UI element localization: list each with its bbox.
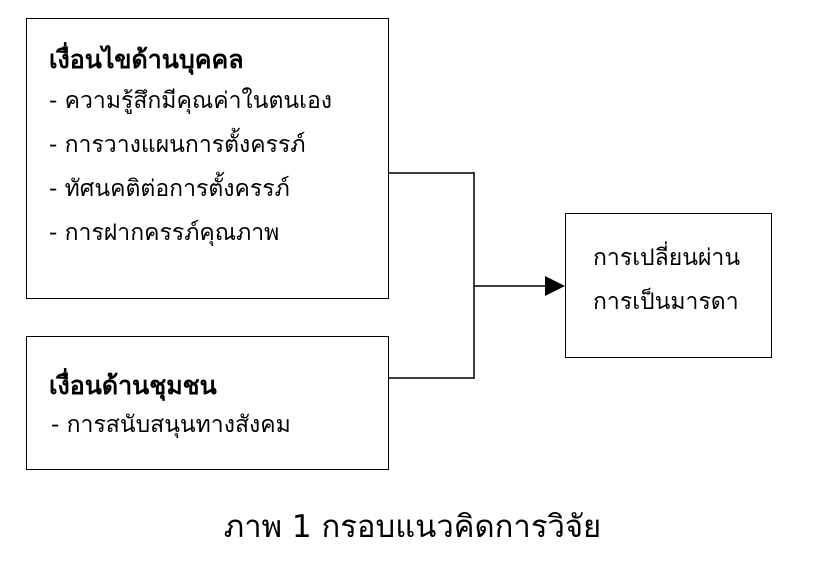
individual-factors-box: เงื่อนไขด้านบุคคล - ความรู้สึกมีคุณค่าใน… (26, 18, 389, 299)
outcome-box: การเปลี่ยนผ่าน การเป็นมารดา (565, 213, 772, 358)
community-factors-box: เงื่อนด้านชุมชน - การสนับสนุนทางสังคม (26, 336, 389, 470)
individual-factor-item: - ทัศนคติต่อการตั้งครรภ์ (49, 176, 290, 202)
arrow-head-icon (545, 276, 565, 296)
individual-factor-item: - การวางแผนการตั้งครรภ์ (49, 132, 306, 158)
figure-caption: ภาพ 1 กรอบแนวคิดการวิจัย (223, 509, 602, 545)
individual-factor-item: - การฝากครรภ์คุณภาพ (49, 220, 280, 246)
outcome-line: การเป็นมารดา (593, 289, 739, 315)
community-factor-item: - การสนับสนุนทางสังคม (51, 412, 291, 438)
community-factors-heading: เงื่อนด้านชุมชน (49, 371, 217, 400)
individual-factor-item: - ความรู้สึกมีคุณค่าในตนเอง (49, 88, 333, 114)
individual-factors-heading: เงื่อนไขด้านบุคคล (49, 45, 244, 74)
outcome-line: การเปลี่ยนผ่าน (593, 245, 741, 271)
